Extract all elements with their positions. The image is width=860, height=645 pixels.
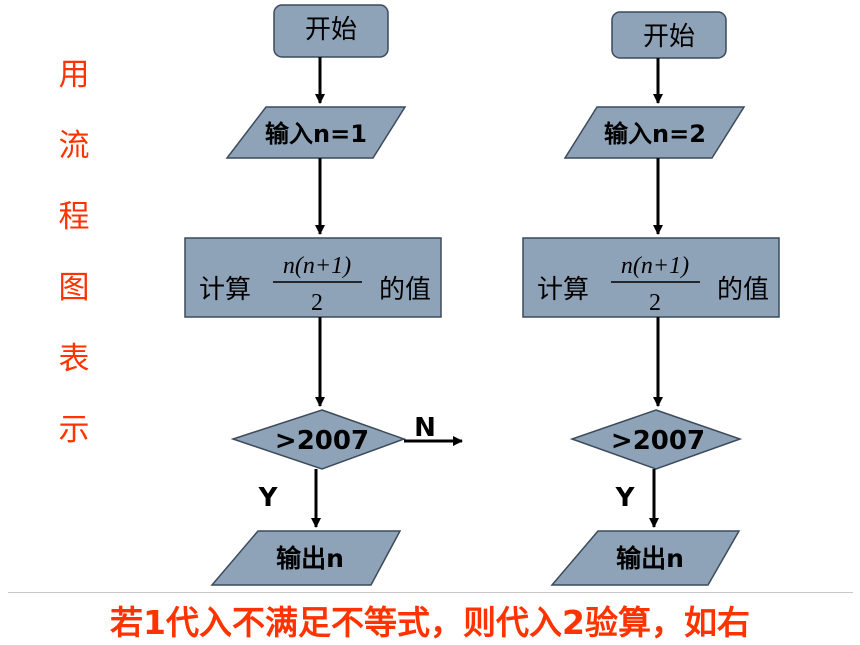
bottom-divider (8, 592, 853, 595)
side-title-char: 表 (58, 341, 90, 377)
right-process-prefix: 计算 (537, 275, 589, 305)
side-title-char: 流 (58, 128, 90, 164)
right-yes-label: Y (615, 483, 636, 513)
right-flowchart: 开始 输入n=2 计算 n(n+1) 2 的值 >2007 Y 输出n (522, 11, 780, 586)
left-yes-label: Y (258, 483, 279, 513)
right-fraction-denominator: 2 (649, 290, 661, 316)
left-fraction-numerator: n(n+1) (283, 253, 351, 279)
right-start-label: 开始 (643, 22, 695, 52)
right-output-label: 输出n (616, 544, 684, 573)
side-title-char: 用 (58, 57, 90, 93)
right-process-box (522, 237, 780, 318)
caption: 若1代入不满足不等式，则代入2验算，如右 (110, 603, 750, 642)
right-input-parallelogram (563, 106, 746, 159)
left-decision-diamond (230, 409, 407, 470)
side-title: 用 流 程 图 表 示 (50, 40, 98, 466)
right-output-parallelogram (550, 530, 741, 586)
left-process-prefix: 计算 (199, 275, 251, 305)
left-no-label: N (414, 413, 436, 443)
side-title-char: 图 (58, 270, 90, 306)
right-decision-label: >2007 (611, 426, 705, 456)
right-input-label: 输入n=2 (604, 120, 706, 148)
side-title-char: 示 (58, 412, 90, 448)
right-process-suffix: 的值 (717, 275, 769, 305)
left-output-label: 输出n (276, 544, 344, 573)
left-output-parallelogram (210, 530, 402, 586)
left-input-parallelogram (225, 106, 407, 159)
right-decision-diamond (569, 409, 743, 470)
right-fraction-numerator: n(n+1) (621, 253, 689, 279)
left-fraction-denominator: 2 (311, 290, 323, 316)
left-start-box (273, 4, 389, 58)
left-input-label: 输入n=1 (265, 120, 367, 148)
right-start-box (611, 11, 727, 59)
left-decision-label: >2007 (275, 426, 369, 456)
left-flowchart: 开始 输入n=1 计算 n(n+1) 2 的值 >2007 N Y 输出n (184, 4, 463, 586)
left-process-suffix: 的值 (379, 275, 431, 305)
side-title-char: 程 (58, 199, 90, 235)
left-start-label: 开始 (305, 15, 357, 45)
left-process-box (184, 237, 442, 318)
